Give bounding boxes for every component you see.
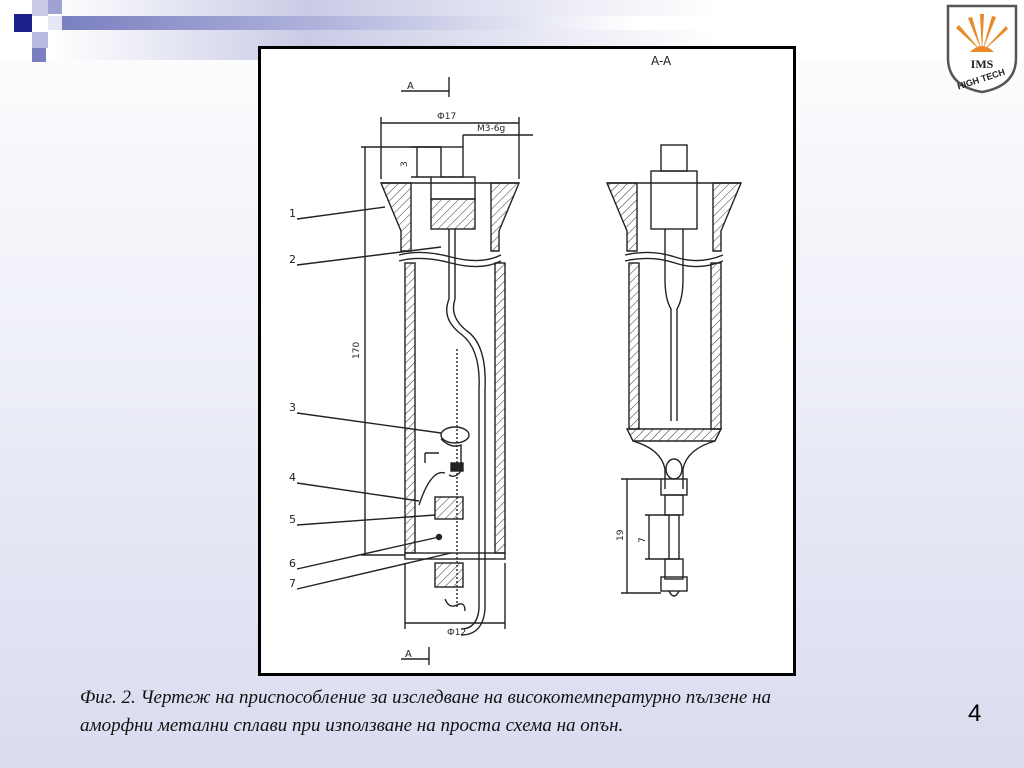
dim-right-19: 19 [616,529,626,541]
dim-thread: M3-6g [477,124,505,134]
decor-square [32,48,46,62]
part-label-1: 1 [289,207,296,220]
tube-right-wall [494,262,506,554]
dim-right-7: 7 [638,537,648,543]
dim-bottom-diameter: Ф12 [447,628,466,638]
decor-square [48,16,62,30]
header-gradient-band [60,16,940,30]
funnel-left-wall [379,182,412,252]
caption-line-2: аморфни метални сплави при използване на… [80,715,624,736]
part-label-7: 7 [289,577,296,590]
drawing-frame: A A-A Ф17 M3-6g 3 170 Ф12 A 19 7 1 2 3 4… [258,46,796,676]
decor-square [32,0,48,16]
section-mark-top: A [407,81,414,92]
caption-line-1: Фиг. 2. Чертеж на приспособление за изсл… [80,687,771,708]
funnel-right-wall [490,182,521,252]
dim-top-diameter: Ф17 [437,112,456,122]
part-label-2: 2 [289,253,296,266]
part-label-5: 5 [289,513,296,526]
dim-total-len: 170 [352,342,362,359]
part-label-6: 6 [289,557,296,570]
decor-square [14,14,32,32]
tube-left-wall [404,262,416,554]
ims-logo: IMS HIGH TECH [940,2,1024,94]
part-label-3: 3 [289,401,296,414]
slide-number: 4 [968,700,982,727]
clamp-part-5 [434,496,464,520]
part-label-4: 4 [289,471,296,484]
dim-thread-len: 3 [400,161,410,167]
section-label: A-A [651,54,672,68]
clip-part-3 [440,426,470,444]
decor-square [48,0,62,14]
thread-stud [440,146,464,178]
technical-drawing: A A-A Ф17 M3-6g 3 170 Ф12 A 19 7 1 2 3 4… [289,54,743,665]
section-mark-bottom: A [405,649,412,660]
decor-square [32,32,48,48]
logo-top-text: IMS [971,57,994,71]
figure-caption: Фиг. 2. Чертеж на приспособление за изсл… [80,684,940,740]
